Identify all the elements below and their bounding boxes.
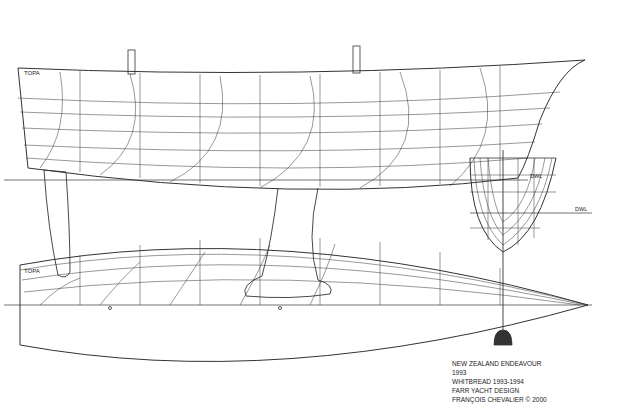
- title-block-text: NEW ZEALAND ENDEAVOUR: [452, 360, 541, 367]
- title-block-text: FARR YACHT DESIGN: [452, 387, 519, 394]
- title-block-text: FRANÇOIS CHEVALIER © 2000: [452, 396, 547, 403]
- title-block-text: WHITBREAD 1993-1994: [452, 378, 524, 385]
- line-label: DWL: [530, 173, 542, 179]
- line-label: DWL: [575, 206, 587, 212]
- line-label: TOPA: [24, 268, 40, 275]
- line-label: TOPA: [24, 70, 40, 77]
- title-block-text: 1993: [452, 369, 466, 376]
